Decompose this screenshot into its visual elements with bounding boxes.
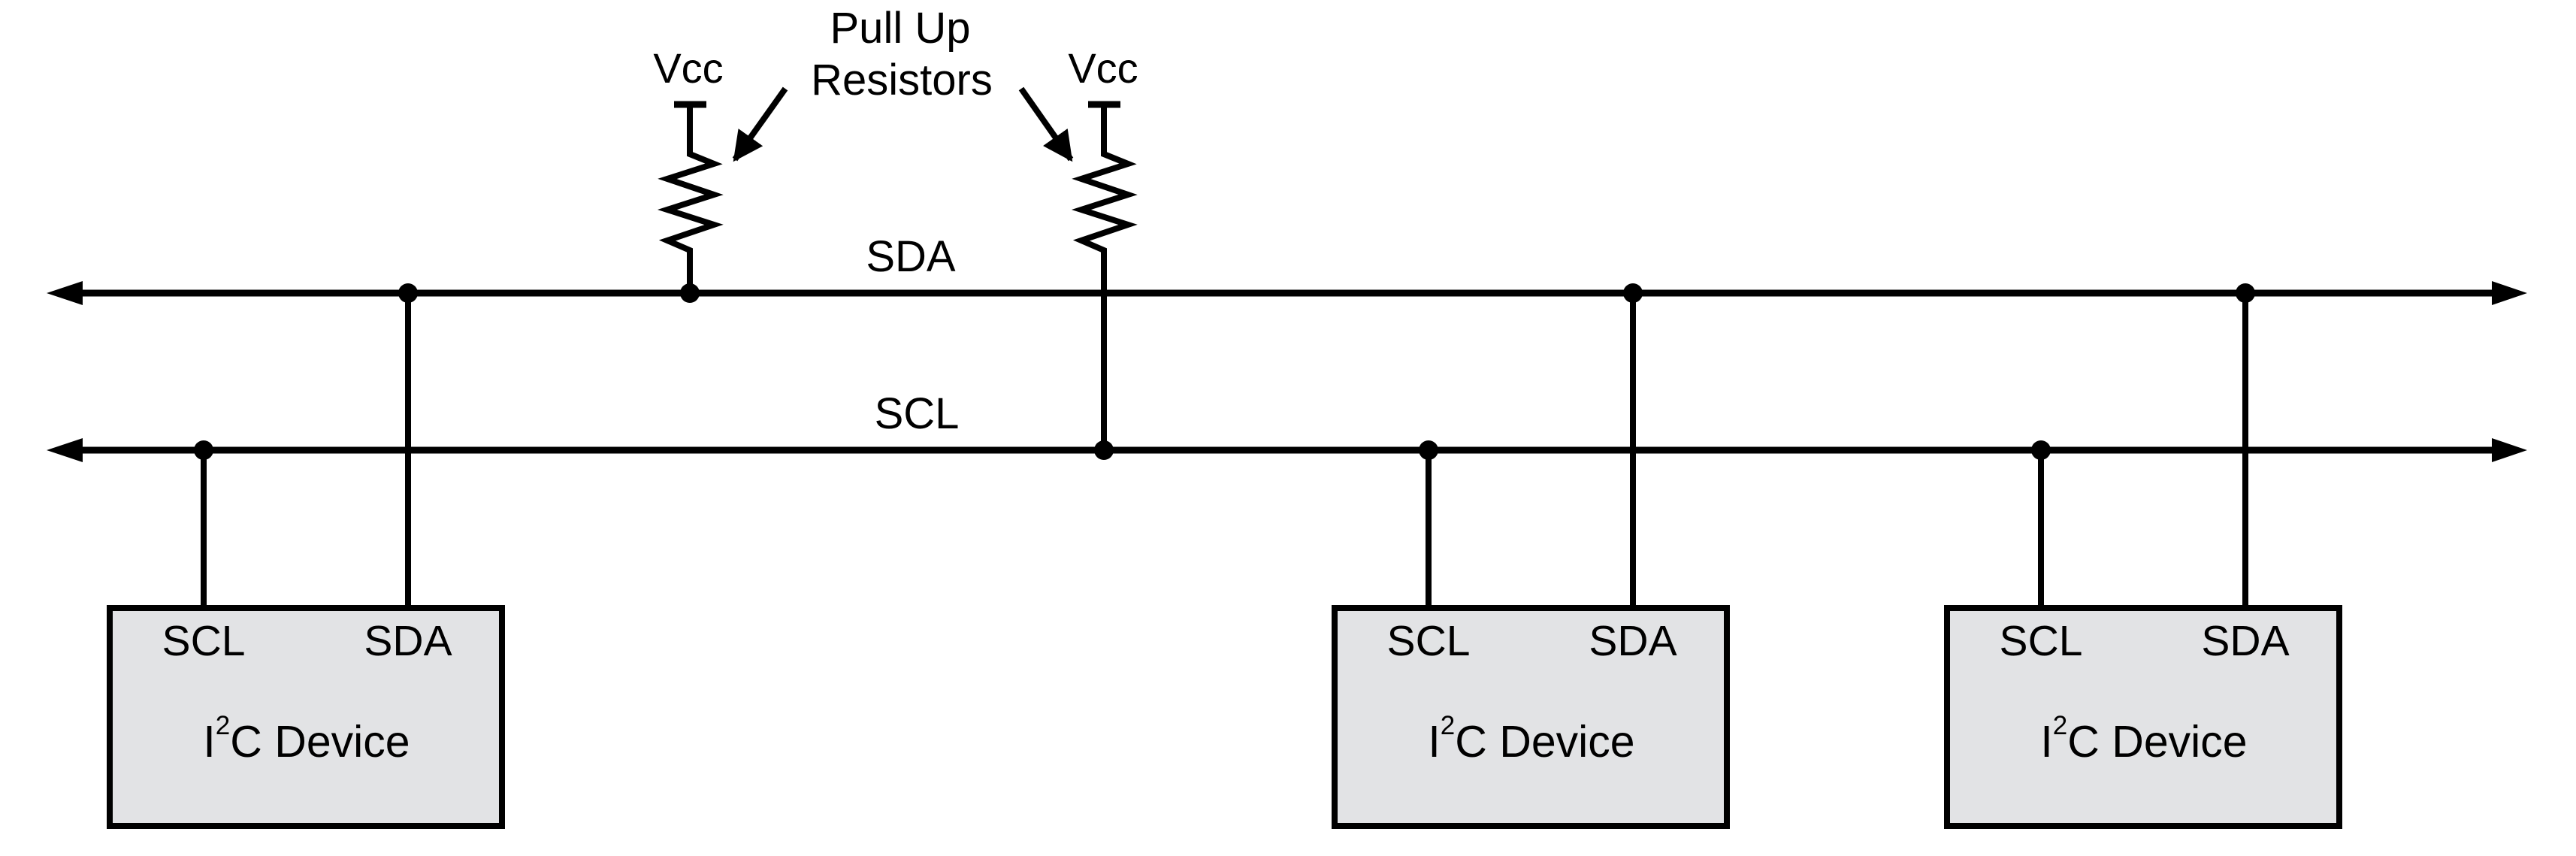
device-name-suffix: C Device bbox=[230, 717, 410, 767]
pin-label-scl: SCL bbox=[2000, 617, 2083, 665]
device-name-suffix: C Device bbox=[2067, 717, 2247, 767]
resistor-icon bbox=[1071, 104, 1138, 450]
device-name-superscript: 2 bbox=[2053, 711, 2067, 740]
pin-label-sda: SDA bbox=[364, 617, 452, 665]
pullup-annotation: Pull Up Resistors bbox=[732, 4, 1074, 162]
i2c-device-2: SCL SDA I2C Device bbox=[1332, 283, 1730, 829]
pin-label-scl: SCL bbox=[1387, 617, 1471, 665]
device-name-prefix: I bbox=[203, 717, 215, 767]
arrow-left-icon bbox=[47, 438, 83, 462]
pin-label-scl: SCL bbox=[162, 617, 246, 665]
arrow-right-icon bbox=[2492, 281, 2527, 305]
i2c-device-1: SCL SDA I2C Device bbox=[107, 283, 505, 829]
device-name-superscript: 2 bbox=[216, 711, 230, 740]
sda-bus: SDA bbox=[47, 232, 2527, 305]
junction-dot bbox=[1419, 440, 1438, 460]
junction-dot bbox=[2236, 283, 2255, 303]
pin-label-sda: SDA bbox=[2201, 617, 2289, 665]
junction-dot bbox=[398, 283, 418, 303]
annotation-line1: Pull Up bbox=[830, 4, 971, 53]
scl-bus-label: SCL bbox=[875, 389, 960, 438]
scl-bus: SCL bbox=[47, 389, 2527, 462]
arrow-right-icon bbox=[2492, 438, 2527, 462]
junction-dot bbox=[2031, 440, 2051, 460]
junction-dot bbox=[1623, 283, 1643, 303]
device-name-prefix: I bbox=[1428, 717, 1440, 767]
arrow-left-icon bbox=[47, 281, 83, 305]
device-box bbox=[107, 605, 505, 829]
pin-label-sda: SDA bbox=[1589, 617, 1677, 665]
pullup-resistor-sda: Vcc bbox=[653, 44, 724, 303]
sda-bus-label: SDA bbox=[866, 232, 956, 281]
device-name: I2C Device bbox=[1428, 711, 1634, 767]
annotation-arrow-right bbox=[1018, 86, 1074, 162]
junction-dot bbox=[194, 440, 213, 460]
device-box bbox=[1944, 605, 2342, 829]
device-name-superscript: 2 bbox=[1441, 711, 1455, 740]
vcc-label: Vcc bbox=[1068, 44, 1138, 92]
vcc-label: Vcc bbox=[653, 44, 723, 92]
i2c-device-3: SCL SDA I2C Device bbox=[1944, 283, 2342, 829]
device-name: I2C Device bbox=[2040, 711, 2247, 767]
annotation-line2: Resistors bbox=[811, 56, 993, 104]
annotation-arrow-left bbox=[732, 86, 788, 162]
device-name: I2C Device bbox=[203, 711, 410, 767]
device-name-suffix: C Device bbox=[1455, 717, 1634, 767]
device-box bbox=[1332, 605, 1730, 829]
resistor-icon bbox=[657, 104, 724, 293]
device-name-prefix: I bbox=[2040, 717, 2052, 767]
